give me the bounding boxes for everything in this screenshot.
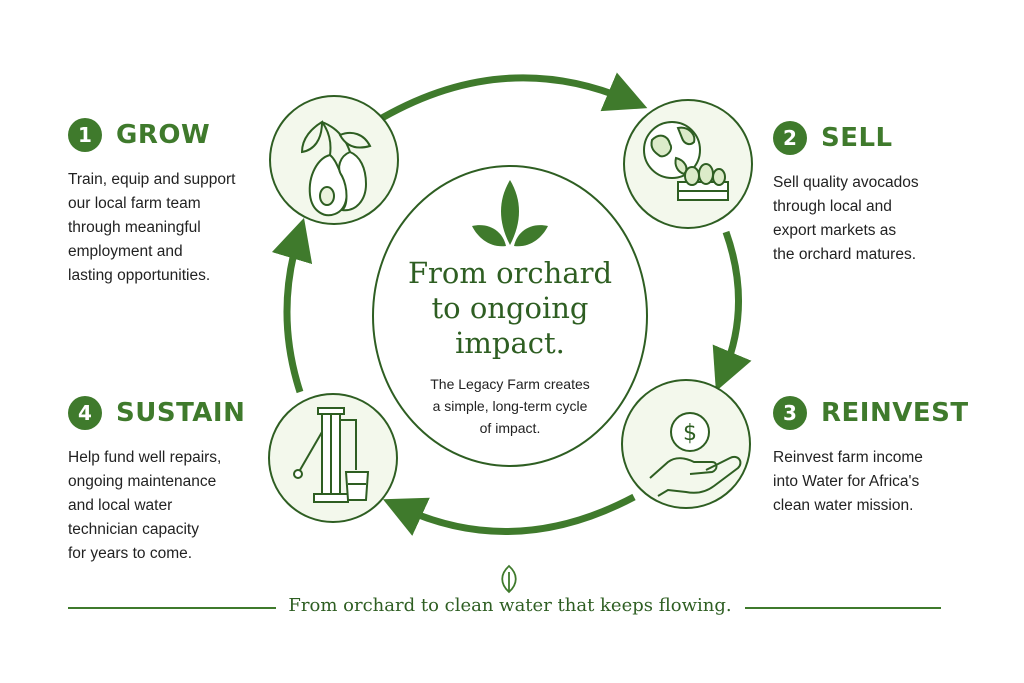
sprout-icon <box>472 180 548 247</box>
center-oval <box>372 165 648 467</box>
step-reinvest: 3 REINVEST Reinvest farm income into Wat… <box>773 396 969 518</box>
water-pump-icon <box>293 407 370 503</box>
center-subtitle: The Legacy Farm creates a simple, long-t… <box>430 376 590 436</box>
step-title: SELL <box>821 123 893 153</box>
center-title: From orchard to ongoing impact. <box>407 256 613 360</box>
step-sell: 2 SELL Sell quality avocados through loc… <box>773 121 919 267</box>
avocado-icon <box>300 120 372 217</box>
step-number: 4 <box>68 396 102 430</box>
grow-circle <box>269 95 399 225</box>
step-title: SUSTAIN <box>116 398 246 428</box>
step-number: 1 <box>68 118 102 152</box>
center-text: From orchard to ongoing impact. The Lega… <box>380 256 640 439</box>
arrow-reinvest-to-sustain <box>382 493 636 536</box>
step-description: Sell quality avocados through local and … <box>773 174 919 263</box>
step-sustain: 4 SUSTAIN Help fund well repairs, ongoin… <box>68 396 245 566</box>
footer-tagline: From orchard to clean water that keeps f… <box>288 595 732 616</box>
arrow-grow-to-sell <box>380 72 648 122</box>
leaf-icon <box>501 564 517 594</box>
step-description: Train, equip and support our local farm … <box>68 171 236 284</box>
reinvest-circle: $ <box>621 379 751 509</box>
arrow-sustain-to-grow <box>271 217 313 394</box>
footer-rule-left <box>68 607 276 609</box>
step-title: GROW <box>116 120 211 150</box>
step-description: Help fund well repairs, ongoing maintena… <box>68 449 222 562</box>
globe-crate-icon <box>643 121 729 201</box>
svg-text:$: $ <box>683 421 697 446</box>
sell-circle <box>623 99 753 229</box>
step-title: REINVEST <box>821 398 969 428</box>
footer-rule-right <box>745 607 941 609</box>
step-number: 2 <box>773 121 807 155</box>
step-number: 3 <box>773 396 807 430</box>
hand-coin-icon: $ <box>649 412 742 497</box>
step-description: Reinvest farm income into Water for Afri… <box>773 449 923 514</box>
sustain-circle <box>268 393 398 523</box>
arrow-sell-to-reinvest <box>712 230 752 392</box>
step-grow: 1 GROW Train, equip and support our loca… <box>68 118 235 288</box>
